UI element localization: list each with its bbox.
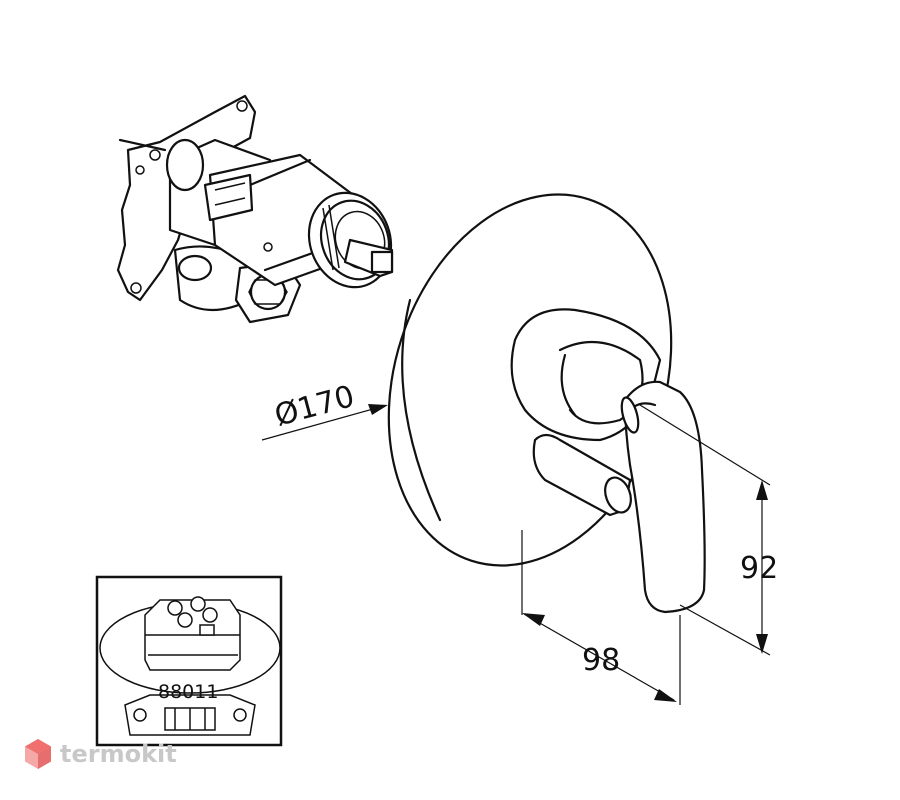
height-label: 92 bbox=[740, 551, 778, 586]
concealed-valve-body bbox=[116, 94, 394, 324]
lever-handle bbox=[623, 380, 706, 614]
watermark-text: termokit bbox=[60, 740, 177, 768]
dimension-lines bbox=[261, 404, 771, 705]
termokit-logo-icon bbox=[25, 739, 51, 769]
width-label: 98 bbox=[582, 643, 620, 678]
inset-part-number: 88011 bbox=[158, 681, 218, 703]
cover-plate-assembly bbox=[387, 193, 706, 614]
inset-box bbox=[95, 575, 283, 747]
watermark: termokit bbox=[24, 738, 177, 770]
